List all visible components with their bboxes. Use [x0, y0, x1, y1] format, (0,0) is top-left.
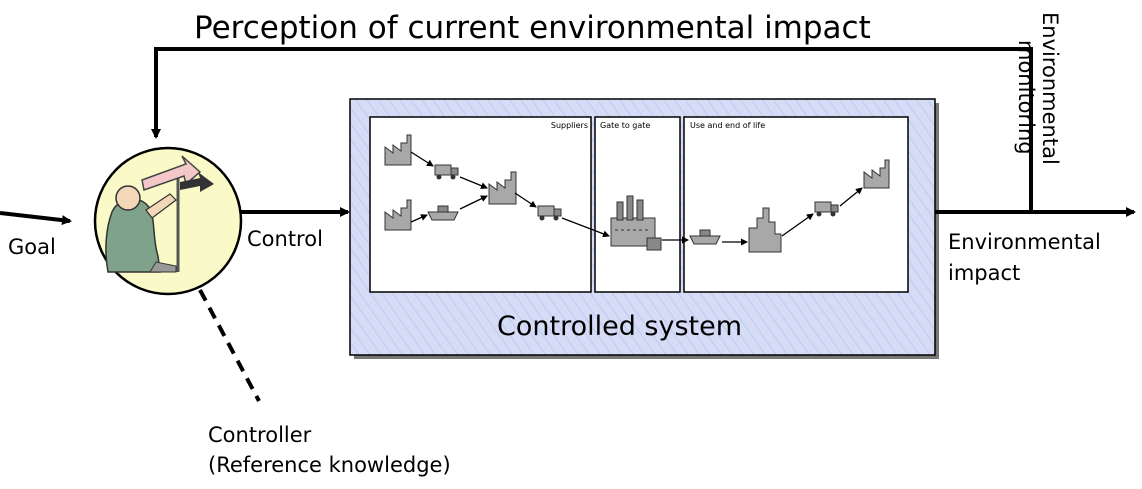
controlled-system: Suppliers Gate to gate Use and end of li…: [349, 98, 939, 359]
factory-icon: [384, 134, 412, 166]
controller-label-line-2: (Reference knowledge): [208, 453, 451, 477]
controller-label-line-1: Controller: [208, 423, 312, 447]
goal-label: Goal: [8, 235, 56, 259]
person-with-signpost-icon: [105, 155, 214, 273]
ship-icon: [427, 205, 459, 221]
diagram-title: Perception of current environmental impa…: [194, 10, 871, 46]
city-icon: [748, 207, 782, 253]
goal-arrow: [0, 211, 72, 226]
truck-icon: [537, 205, 562, 221]
controlled-system-label: Controlled system: [497, 311, 742, 342]
stage-panel-use-and-end-of-life: [683, 116, 909, 293]
controller: [93, 146, 243, 296]
stage-label-suppliers: Suppliers: [551, 121, 588, 130]
factory-icon: [488, 171, 517, 205]
feedback-label-line-2: monitoring: [1014, 40, 1038, 155]
stage-label-use-and-end-of-life: Use and end of life: [690, 121, 765, 130]
truck-icon: [434, 164, 459, 180]
plant-icon: [610, 195, 662, 251]
factory-icon: [863, 159, 890, 189]
feedback-label-line-1: Environmental: [1038, 12, 1062, 165]
supply-chain-flow: [410, 151, 863, 246]
feedback-label: Environmental monitoring: [1014, 12, 1062, 165]
ship-icon: [689, 229, 721, 245]
feedback-loop: [151, 47, 1033, 211]
factory-icon: [384, 199, 412, 231]
output-label-line-2: impact: [948, 261, 1020, 285]
truck-icon: [814, 201, 839, 217]
controller-reference-link: [198, 289, 261, 402]
stage-label-gate-to-gate: Gate to gate: [600, 121, 650, 130]
control-label: Control: [247, 227, 323, 251]
output-label-line-1: Environmental: [948, 230, 1101, 254]
